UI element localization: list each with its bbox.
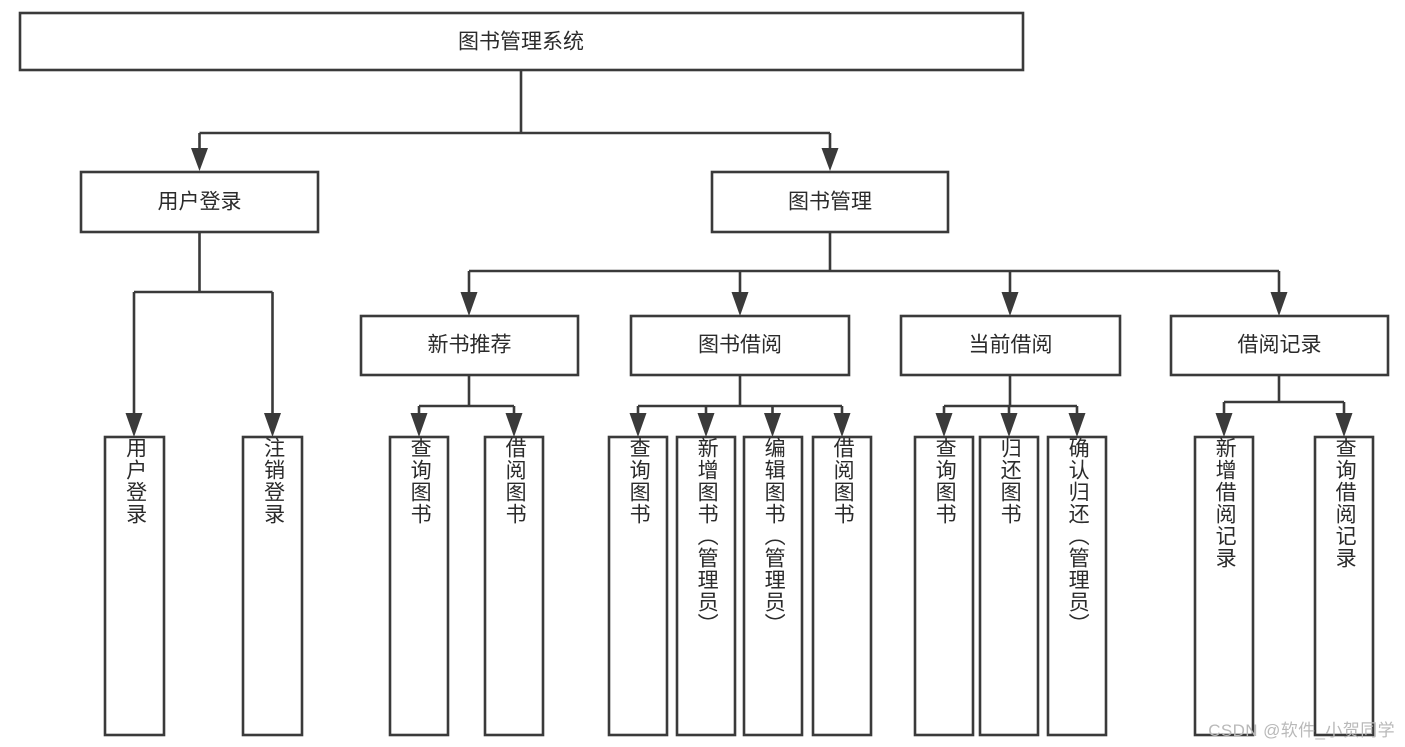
leaf-box-group — [103, 435, 1375, 737]
node-user-login[interactable]: 用户登录 — [79, 170, 320, 234]
arrow-to-new-book-rec-icon — [460, 292, 478, 316]
node-leaf-user-login-box[interactable] — [103, 435, 166, 737]
arrow-leaf-query-book-3-icon — [935, 413, 953, 437]
node-book-borrow-label: 图书借阅 — [698, 334, 782, 357]
arrow-leaf-query-book-1-icon — [410, 413, 428, 437]
node-leaf-return-book-box[interactable] — [978, 435, 1040, 737]
node-current-borrow-label: 当前借阅 — [969, 334, 1053, 357]
node-borrow-record-box[interactable] — [1169, 314, 1390, 377]
node-book-manage[interactable]: 图书管理 — [710, 170, 950, 234]
node-borrow-record-label: 借阅记录 — [1238, 334, 1322, 357]
node-current-borrow[interactable]: 当前借阅 — [899, 314, 1122, 377]
connector-group — [125, 71, 1353, 437]
arrow-leaf-query-record-icon — [1335, 413, 1353, 437]
arrow-leaf-confirm-return-icon — [1068, 413, 1086, 437]
arrow-leaf-borrow-book-2-icon — [833, 413, 851, 437]
arrow-to-book-borrow-icon — [731, 292, 749, 316]
node-borrow-record[interactable]: 借阅记录 — [1169, 314, 1390, 377]
node-leaf-query-book-3-box[interactable] — [913, 435, 975, 737]
node-root-label: 图书管理系统 — [458, 31, 584, 54]
node-user-login-label: 用户登录 — [158, 191, 242, 214]
node-book-borrow-box[interactable] — [629, 314, 851, 377]
node-leaf-add-book-box[interactable] — [675, 435, 737, 737]
node-root-box[interactable] — [18, 11, 1025, 72]
arrow-leaf-logout-login-icon — [264, 413, 281, 437]
arrow-to-book-manage-icon — [821, 148, 839, 171]
arrow-leaf-return-book-icon — [1000, 413, 1018, 437]
node-new-book-rec-label: 新书推荐 — [428, 334, 512, 357]
node-book-manage-box[interactable] — [710, 170, 950, 234]
node-leaf-query-book-2-box[interactable] — [607, 435, 669, 737]
arrow-leaf-add-book-icon — [697, 413, 715, 437]
node-leaf-add-record-box[interactable] — [1193, 435, 1255, 737]
node-root[interactable]: 图书管理系统 — [18, 11, 1025, 72]
node-leaf-confirm-return-box[interactable] — [1046, 435, 1108, 737]
node-leaf-logout-login-box[interactable] — [241, 435, 304, 737]
arrow-leaf-query-book-2-icon — [629, 413, 647, 437]
arrow-leaf-user-login-icon — [125, 413, 143, 437]
node-leaf-borrow-book-2-box[interactable] — [811, 435, 873, 737]
arrow-leaf-borrow-book-1-icon — [505, 413, 523, 437]
node-book-borrow[interactable]: 图书借阅 — [629, 314, 851, 377]
arrow-leaf-add-record-icon — [1215, 413, 1233, 437]
node-book-manage-label: 图书管理 — [788, 191, 872, 214]
node-user-login-box[interactable] — [79, 170, 320, 234]
arrow-to-user-login-icon — [191, 148, 208, 171]
node-leaf-edit-book-box[interactable] — [742, 435, 804, 737]
arrow-to-borrow-record-icon — [1270, 292, 1288, 316]
arrow-leaf-edit-book-icon — [764, 413, 781, 437]
arrow-to-current-borrow-icon — [1001, 292, 1019, 316]
node-current-borrow-box[interactable] — [899, 314, 1122, 377]
node-leaf-query-record-box[interactable] — [1313, 435, 1375, 737]
node-leaf-borrow-book-1-box[interactable] — [483, 435, 545, 737]
node-leaf-query-book-1-box[interactable] — [388, 435, 450, 737]
node-new-book-rec-box[interactable] — [359, 314, 580, 377]
node-new-book-rec[interactable]: 新书推荐 — [359, 314, 580, 377]
